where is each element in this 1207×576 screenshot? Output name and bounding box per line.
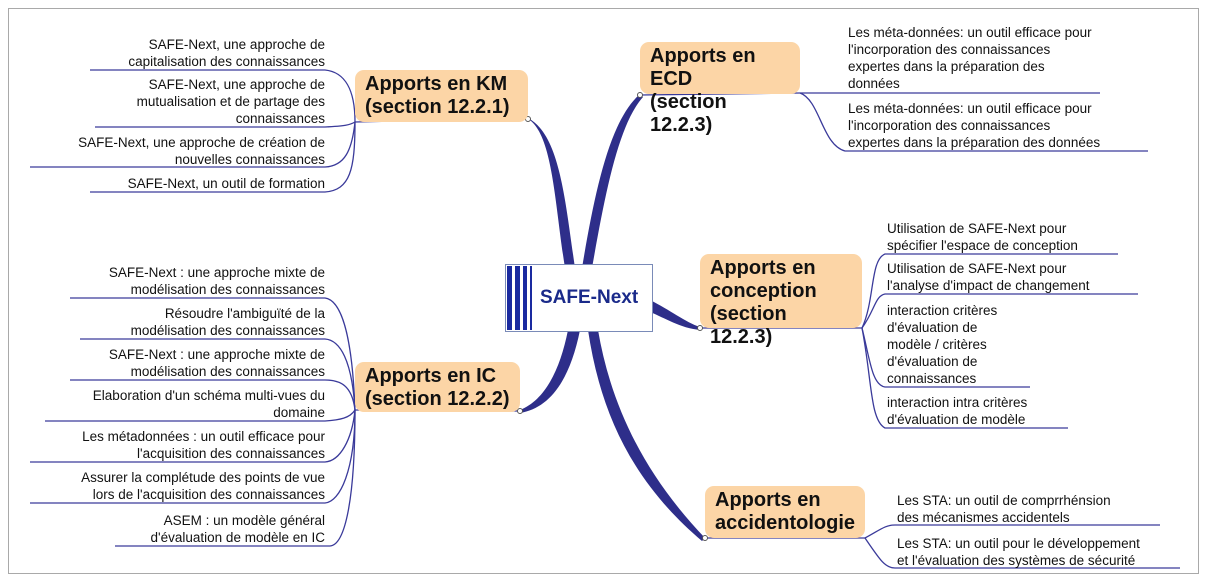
central-node-bars-icon (507, 266, 532, 330)
trunk-ecd (582, 94, 643, 268)
leaf-ic-2[interactable]: Résoudre l'ambiguïté de la modélisation … (130, 306, 325, 338)
leaf-km-4[interactable]: SAFE-Next, un outil de formation (127, 176, 325, 191)
connectors-ic (30, 297, 521, 547)
leaf-ic-1[interactable]: SAFE-Next : une approche mixte de modéli… (108, 265, 325, 297)
leaf-conception-4[interactable]: interaction intra critères d'évaluation … (887, 395, 1028, 427)
node-dots (517, 92, 708, 541)
leaf-conception-2[interactable]: Utilisation de SAFE-Next pour l'analyse … (887, 261, 1090, 293)
central-node-label: SAFE-Next (540, 287, 639, 308)
leaf-accidentologie-2[interactable]: Les STA: un outil pour le développement … (897, 536, 1140, 568)
leaf-conception-1[interactable]: Utilisation de SAFE-Next pour spécifier … (887, 221, 1078, 253)
connectors-accidentologie (705, 524, 1180, 569)
branch-conception[interactable]: Apports en conception (section 12.2.3) (700, 254, 862, 348)
leaf-ic-4[interactable]: Elaboration d'un schéma multi-vues du do… (92, 388, 325, 420)
trunk-ic (520, 330, 580, 413)
leaf-km-1[interactable]: SAFE-Next, une approche de capitalisatio… (128, 37, 325, 69)
branch-ecd[interactable]: Apports en ECD (section 12.2.3) (640, 42, 800, 136)
leaf-accidentologie-1[interactable]: Les STA: un outil de comprrhénsion des m… (897, 493, 1111, 525)
branch-ic[interactable]: Apports en IC (section 12.2.2) (355, 362, 520, 412)
trunk-conception (650, 300, 700, 330)
leaf-ecd-2[interactable]: Les méta-données: un outil efficace pour… (848, 101, 1101, 150)
leaf-ic-7[interactable]: ASEM : un modèle général d'évaluation de… (150, 513, 325, 545)
leaf-ic-6[interactable]: Assurer la complétude des points de vue … (81, 470, 325, 502)
central-node[interactable]: SAFE-Next (505, 264, 653, 332)
leaf-ecd-1[interactable]: Les méta-données: un outil efficace pour… (848, 25, 1092, 91)
leaf-conception-3[interactable]: interaction critères d'évaluation de mod… (887, 303, 998, 386)
trunk-km (528, 118, 575, 268)
leaf-km-2[interactable]: SAFE-Next, une approche de mutualisation… (136, 77, 325, 126)
leaf-ic-3[interactable]: SAFE-Next : une approche mixte de modéli… (108, 347, 325, 379)
branch-accidentologie[interactable]: Apports en accidentologie (705, 486, 865, 538)
connectors-conception (700, 253, 1138, 429)
branch-km[interactable]: Apports en KM (section 12.2.1) (355, 70, 528, 122)
trunk-accidentologie (588, 330, 705, 541)
leaf-km-3[interactable]: SAFE-Next, une approche de création de n… (78, 135, 325, 167)
leaf-ic-5[interactable]: Les métadonnées : un outil efficace pour… (82, 429, 325, 461)
